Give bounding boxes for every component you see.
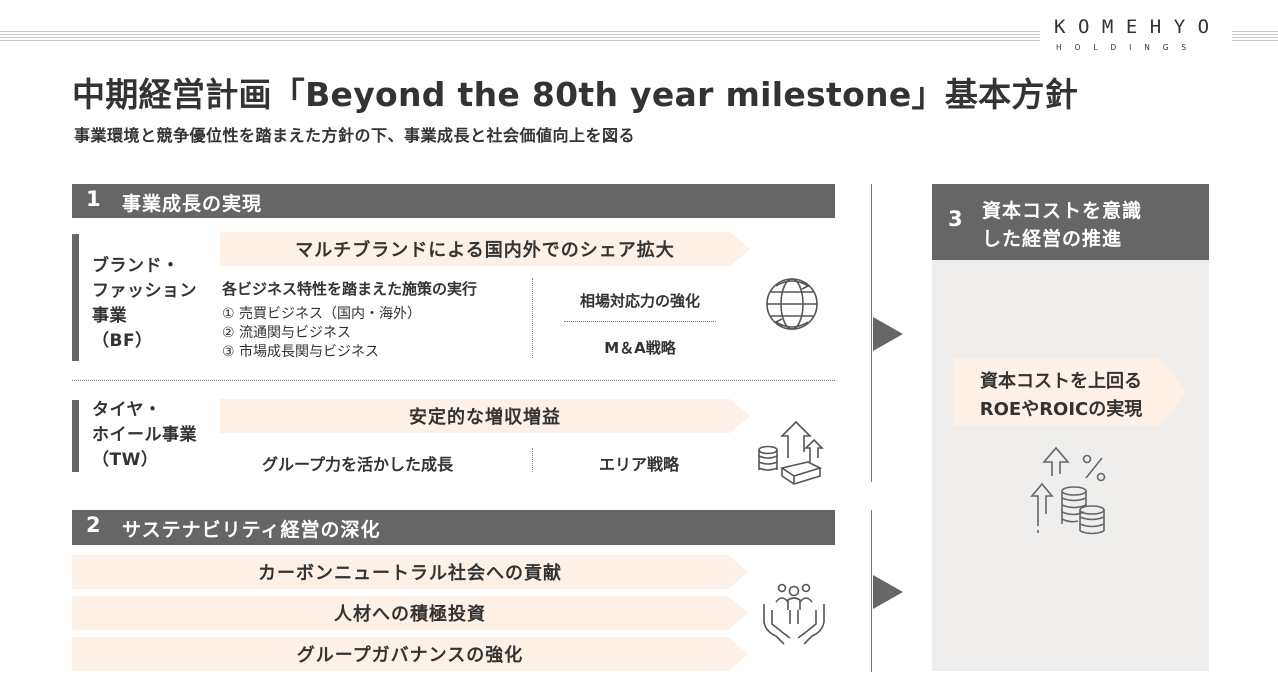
tw-accent-bar bbox=[72, 400, 79, 472]
section2-label: サステナビリティ経営の深化 bbox=[122, 519, 381, 541]
company-logo: KOMEHYO bbox=[1054, 16, 1222, 38]
section3-banner-line1: 資本コストを上回る bbox=[980, 371, 1142, 392]
tw-item-1: グループ力を活かした成長 bbox=[261, 455, 454, 474]
arrow-right-icon bbox=[873, 317, 903, 351]
bf-divider-horizontal bbox=[564, 321, 716, 322]
company-logo-sub: HOLDINGS bbox=[1056, 43, 1200, 52]
bf-label: ブランド・ ファッション 事業 （BF） bbox=[92, 256, 197, 351]
hands-people-icon bbox=[763, 583, 825, 645]
bf-measure-3: ③ 市場成長関与ビジネス bbox=[222, 344, 380, 360]
header-rule-right bbox=[1232, 31, 1278, 42]
section2-number: 2 bbox=[86, 513, 101, 537]
section3-number: 3 bbox=[948, 207, 963, 231]
section3-banner: 資本コストを上回る ROEやROICの実現 bbox=[954, 358, 1186, 426]
page-subtitle: 事業環境と競争優位性を踏まえた方針の下、事業成長と社会価値向上を図る bbox=[74, 126, 636, 145]
page-title: 中期経営計画「Beyond the 80th year milestone」基本… bbox=[72, 75, 1079, 114]
tw-banner: 安定的な増収増益 bbox=[220, 399, 750, 433]
coins-growth-icon bbox=[758, 420, 824, 485]
percent-coins-icon bbox=[1030, 446, 1106, 535]
section3-panel bbox=[932, 184, 1209, 671]
bf-divider-vertical bbox=[532, 278, 533, 358]
section2-banner-2: 人材への積極投資 bbox=[72, 596, 748, 630]
header-rule-left bbox=[0, 31, 1040, 42]
bf-measure-2: ② 流通関与ビジネス bbox=[222, 325, 352, 341]
tw-label: タイヤ・ ホイール事業 （TW） bbox=[92, 400, 197, 470]
column-separator-top bbox=[871, 184, 872, 482]
bf-right-item-1: 相場対応力の強化 bbox=[579, 292, 700, 310]
section2-header: 2 サステナビリティ経営の深化 bbox=[72, 510, 835, 545]
section2-banner-1: カーボンニュートラル社会への貢献 bbox=[72, 555, 748, 589]
section1-divider bbox=[72, 380, 835, 381]
tw-item-2: エリア戦略 bbox=[598, 455, 679, 474]
section3-banner-line2: ROEやROICの実現 bbox=[979, 399, 1143, 420]
bf-measures-title: 各ビジネス特性を踏まえた施策の実行 bbox=[222, 280, 478, 298]
section1-label: 事業成長の実現 bbox=[122, 193, 263, 215]
bf-accent-bar bbox=[72, 234, 79, 361]
tw-divider-vertical bbox=[532, 448, 533, 472]
section3-label-line2: した経営の推進 bbox=[982, 228, 1123, 250]
section3-header: 3 資本コストを意識 した経営の推進 bbox=[932, 184, 1209, 260]
bf-right-item-2: M＆A戦略 bbox=[604, 339, 676, 357]
bf-banner: マルチブランドによる国内外でのシェア拡大 bbox=[220, 232, 750, 266]
arrow-right-icon bbox=[873, 575, 903, 609]
globe-arrows-icon bbox=[766, 278, 818, 330]
section3-label-line1: 資本コストを意識 bbox=[982, 200, 1143, 222]
bf-measure-1: ① 売買ビジネス（国内・海外） bbox=[222, 306, 422, 322]
section1-header: 1 事業成長の実現 bbox=[72, 184, 835, 218]
section1-number: 1 bbox=[86, 187, 101, 211]
column-separator-bottom bbox=[871, 510, 872, 672]
section2-banner-3: グループガバナンスの強化 bbox=[72, 637, 748, 671]
